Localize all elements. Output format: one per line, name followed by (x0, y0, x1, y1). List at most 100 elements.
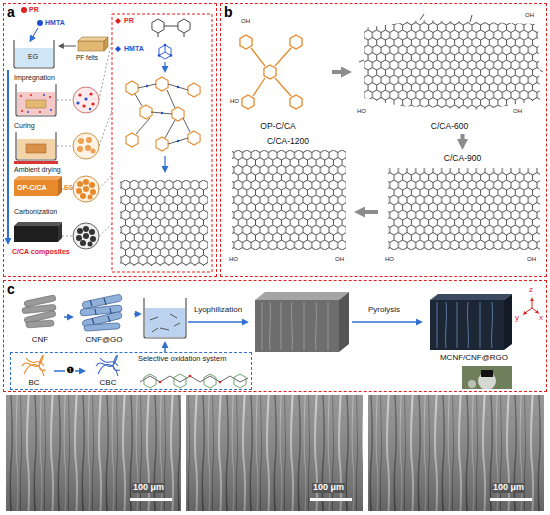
impregnation-beaker (39, 111, 41, 113)
zoom-circles (77, 146, 83, 152)
cnf-go-icon (80, 294, 123, 331)
node-label: OP-C/CA (260, 122, 295, 131)
dispersion-beaker (144, 298, 186, 338)
sem-image (368, 395, 544, 511)
process-arrow (7, 70, 9, 240)
cnf-icon (26, 320, 54, 328)
flow-arrow (134, 313, 137, 315)
material-label: PF felts (76, 54, 98, 61)
zoom-circles (77, 137, 96, 154)
felt-block (78, 41, 104, 51)
gel-block (14, 176, 62, 196)
resin-network (161, 112, 163, 114)
resin-network (126, 77, 200, 151)
dandelion-photo (481, 370, 493, 377)
carbon-lattice (120, 180, 208, 266)
impregnation-beaker (49, 96, 51, 98)
zoom-circles (85, 145, 91, 151)
zoom-leader (57, 100, 73, 236)
zoom-circles (89, 108, 91, 110)
zoom-circles (90, 189, 96, 195)
node-label: BC (28, 379, 39, 388)
zoom-circles (78, 92, 94, 107)
reagent-dots (37, 20, 43, 26)
zoom-circles (73, 133, 99, 159)
resin-network (188, 83, 200, 97)
zoom-circles (73, 223, 99, 249)
resin-network (146, 85, 179, 142)
carbon-aerogel-block (430, 294, 512, 300)
carbon-lattice (364, 20, 540, 110)
resin-network (156, 77, 168, 91)
zoom-circles (80, 240, 86, 246)
node-label: C/CA-600 (431, 122, 468, 131)
group-label: HO (356, 108, 367, 115)
zoom-circles (91, 102, 94, 105)
reagent-dots (21, 7, 43, 38)
sem-image (490, 498, 532, 501)
group-label: OH (334, 256, 345, 263)
resin-network (135, 84, 190, 144)
axis-triad (525, 300, 537, 313)
zoom-circles (73, 133, 99, 159)
impregnation-beaker (30, 94, 32, 96)
reagent-label: PR (29, 6, 39, 14)
impregnation-beaker (16, 84, 56, 116)
reagent-label: HMTA (124, 45, 144, 53)
resin-network (140, 105, 152, 119)
cellulose-chain (140, 374, 248, 388)
step-label: Curing (14, 122, 35, 130)
zoom-circles (77, 181, 83, 187)
zoom-circles (76, 235, 82, 241)
reagent-label: PR (124, 17, 134, 25)
flow-arrow (54, 370, 81, 372)
impregnation-beaker (21, 110, 23, 112)
cellulose-chain (144, 374, 246, 388)
carbon-lattice (359, 14, 543, 72)
zoom-circles (89, 229, 95, 235)
resin-network (188, 131, 200, 145)
zoom-circles (76, 188, 82, 194)
zoom-circles (83, 233, 89, 239)
flow-arrow (332, 70, 344, 74)
cnf-icon (22, 295, 56, 328)
carbon-block (14, 226, 58, 242)
zoom-circles (76, 226, 96, 247)
zoom-circles (80, 193, 86, 199)
scale-bar-label: 100 μm (132, 483, 165, 493)
carbon-aerogel-block (430, 294, 512, 350)
resin-network (126, 81, 138, 95)
step-label: Ambient drying (14, 166, 61, 174)
eg-beaker (15, 48, 53, 67)
zoom-circles (82, 104, 85, 107)
flow-arrow (64, 316, 69, 318)
hmta-structure (159, 45, 171, 59)
solvent-label: EG (28, 53, 38, 61)
resin-network (146, 85, 148, 87)
axis-label: y (515, 314, 519, 323)
resorcinol-structure (178, 19, 190, 33)
carbon-lattice (232, 150, 346, 250)
impregnation-beaker (20, 95, 22, 97)
node-label: C/CA-1200 (267, 137, 309, 146)
solvent-label: EG (64, 184, 73, 191)
cnf-go-icon (90, 298, 111, 324)
group-label: HO (228, 256, 239, 263)
cellulose-chain (204, 374, 216, 388)
zoom-circles (84, 97, 87, 100)
structure-node: C/CA-900 (380, 152, 545, 272)
precursor-structure (240, 35, 302, 109)
eg-beaker (14, 40, 54, 68)
panel-letter: b (224, 5, 233, 20)
curing-beaker (26, 144, 46, 153)
zoom-circles (88, 242, 93, 247)
panel-letter: a (7, 5, 15, 20)
step-label: Impregnation (14, 74, 55, 82)
dispersion-beaker (144, 298, 186, 338)
structure-node: OP-C/CA (226, 12, 330, 132)
step-label: Lyophilization (194, 306, 242, 315)
carbon-block (14, 222, 62, 226)
axis-label: z (529, 286, 533, 295)
flow-arrow (164, 346, 166, 352)
dispersion-beaker (145, 308, 185, 337)
